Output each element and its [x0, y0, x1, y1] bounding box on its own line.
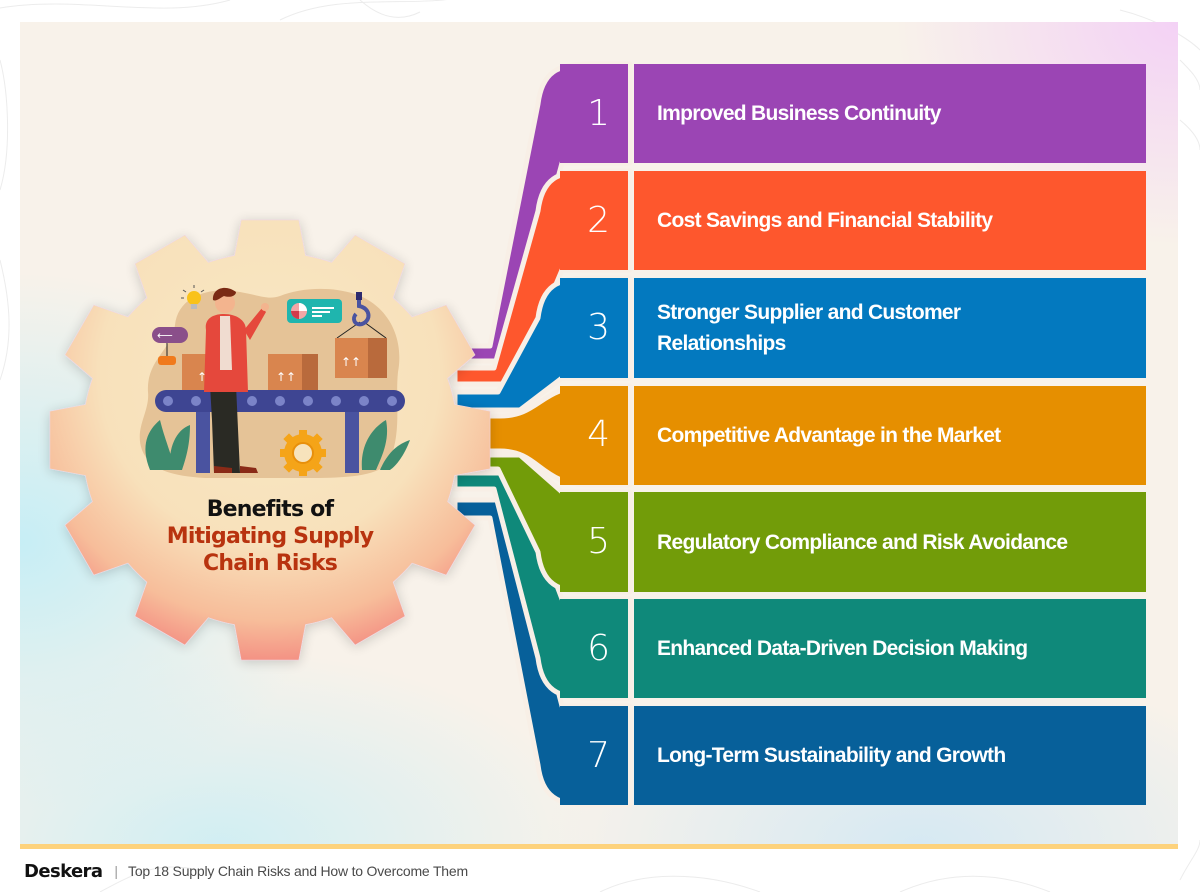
svg-text:↑↑: ↑↑: [276, 370, 296, 384]
deskera-logo[interactable]: Deskera: [24, 860, 103, 882]
number-cell: [560, 278, 628, 378]
number-cell: [560, 171, 628, 270]
footer: Deskera | Top 18 Supply Chain Risks and …: [24, 860, 468, 882]
plant-icon: [361, 420, 410, 470]
small-gear-icon: [280, 430, 326, 476]
panel-bottom-border: [20, 844, 1178, 849]
benefit-number: 5: [587, 521, 610, 562]
box-icon: ↑↑: [268, 354, 318, 390]
footer-separator: |: [114, 863, 119, 879]
diagram-title: Benefits of Mitigating Supply Chain Risk…: [120, 496, 420, 577]
benefit-number: 6: [587, 628, 610, 669]
plant-icon: [145, 420, 190, 470]
benefit-label: Regulatory Compliance and Risk Avoidance: [657, 530, 1068, 554]
benefit-label: Improved Business Continuity: [657, 102, 941, 125]
supply-chain-illustration: ↑↑ ↑↑ ↑↑: [139, 285, 410, 478]
benefit-label: Long-Term Sustainability and Growth: [657, 744, 1006, 767]
title-line-2: Mitigating Supply: [166, 524, 374, 549]
label-cell: [634, 706, 1146, 805]
svg-text:↑↑: ↑↑: [341, 355, 361, 369]
conveyor-rollers: [163, 396, 397, 406]
number-cell: [560, 706, 628, 805]
title-line-3: Chain Risks: [202, 551, 338, 576]
label-cell: [634, 278, 1146, 378]
number-cell: [560, 492, 628, 592]
benefit-number: 2: [587, 200, 610, 241]
benefit-rows: [560, 64, 1146, 805]
label-cell: [634, 599, 1146, 698]
number-cell: [560, 64, 628, 163]
article-title: Top 18 Supply Chain Risks and How to Ove…: [128, 863, 468, 879]
label-cell: [634, 386, 1146, 485]
benefit-label: Stronger Supplier and Customer Relations…: [657, 301, 961, 355]
benefit-number: 1: [587, 93, 610, 134]
label-cell: [634, 64, 1146, 163]
benefit-label: Cost Savings and Financial Stability: [657, 209, 993, 232]
conveyor-leg: [345, 405, 359, 473]
benefit-number: 7: [587, 735, 610, 776]
number-cell: [560, 386, 628, 485]
crane-hook-icon: [352, 292, 371, 327]
number-cell: [560, 599, 628, 698]
label-cell: [634, 492, 1146, 592]
benefit-number: 4: [587, 414, 610, 455]
svg-text:⟵: ⟵: [157, 329, 173, 342]
hanging-box-icon: ↑↑: [335, 321, 387, 378]
conveyor-leg: [196, 405, 210, 473]
person-presenter-icon: [204, 287, 269, 473]
pie-chart-card-icon: [287, 299, 342, 323]
benefit-number: 3: [587, 307, 610, 348]
lightbulb-icon: [181, 285, 205, 309]
label-cell: [634, 171, 1146, 270]
arrow-sign-icon: ⟵: [152, 327, 188, 365]
benefit-label: Competitive Advantage in the Market: [657, 424, 1001, 447]
title-line-1: Benefits of: [206, 497, 334, 522]
benefit-label: Enhanced Data-Driven Decision Making: [657, 637, 1028, 660]
